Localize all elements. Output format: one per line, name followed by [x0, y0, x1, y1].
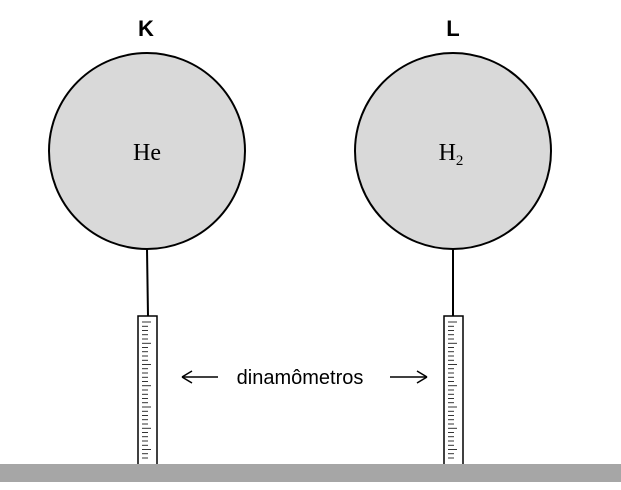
ground: [0, 464, 621, 482]
balloon-l-gas: H2: [439, 140, 464, 169]
balloon-l-label: L: [446, 16, 459, 41]
balloon-k-gas: He: [133, 140, 161, 166]
dynamometer-l-body: [443, 315, 464, 466]
balloon-k-label: K: [138, 16, 154, 41]
dynamometer-k-body: [137, 315, 158, 466]
dynamometer-l-scale: [448, 321, 457, 459]
right-arrow-icon: [416, 370, 428, 384]
dynamometer-k-scale: [142, 321, 151, 459]
annotation-text: dinamômetros: [237, 367, 364, 389]
balloon-l: L H2: [354, 16, 552, 316]
left-arrow-icon: [181, 370, 193, 384]
balloon-k-string: [146, 248, 149, 317]
dynamometer-l: [443, 315, 464, 466]
dynamometer-annotation: dinamômetros: [181, 367, 428, 389]
dynamometer-k: [137, 315, 158, 466]
balloon-k: K He: [48, 16, 246, 317]
